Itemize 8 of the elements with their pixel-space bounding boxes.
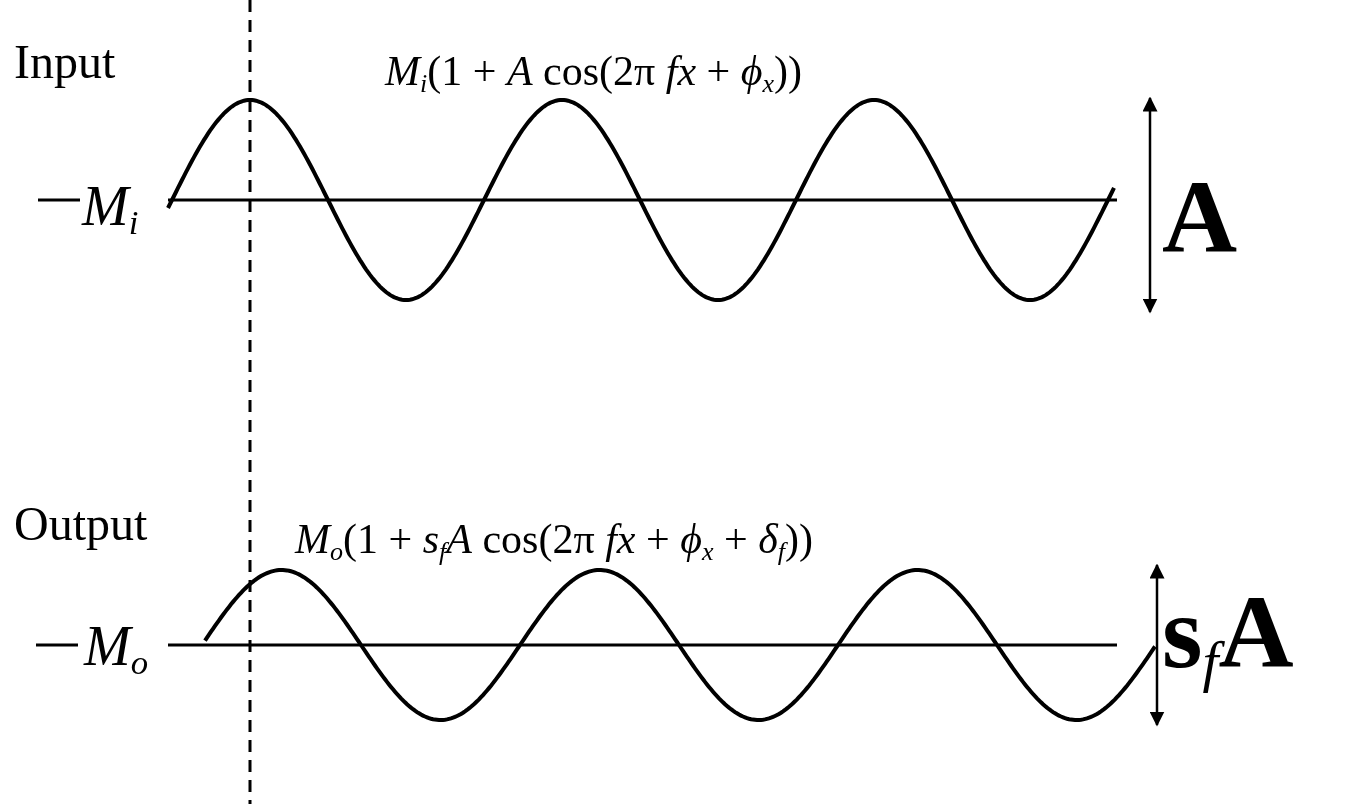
amplitude-label: s$_{f}$A [1162,580,1294,691]
axis-label: M$_{o}$ [84,618,148,681]
axis-label: M$_{i}$ [82,178,139,241]
label: Input [14,38,116,86]
amplitude-label: A [1162,165,1238,269]
formula: M$_{i}$(1 + A cos(2π fx + ϕ$_{x}$)) [385,50,803,97]
formula: M$_{o}$(1 + s$_{f}$A cos(2π fx + ϕ$_{x}$ + δ$_{f}$)) [295,518,813,565]
label: Output [14,500,148,548]
